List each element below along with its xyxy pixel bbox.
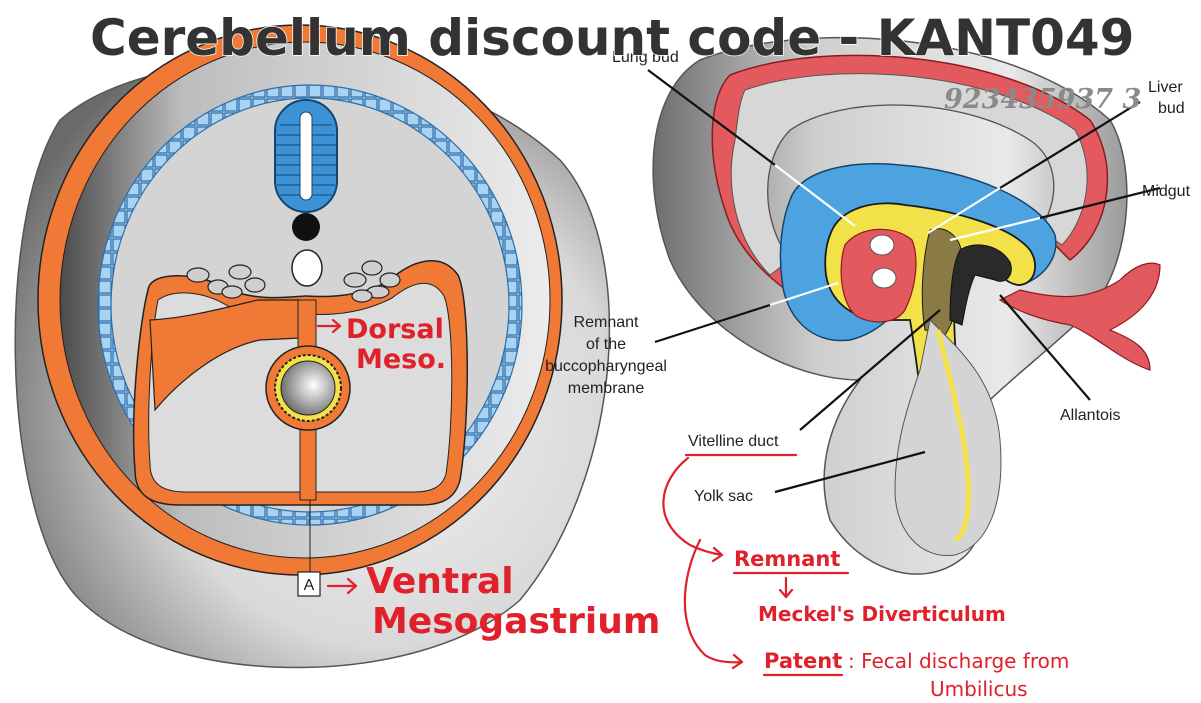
lung-bud-leader-white bbox=[774, 164, 856, 227]
dorsal-mesentery-note: Dorsal Meso. bbox=[316, 314, 446, 375]
curve-to-remnant bbox=[662, 456, 724, 563]
title-banner: Cerebellum discount code - KANT049 bbox=[90, 9, 1134, 67]
ventral-arrow bbox=[326, 577, 358, 595]
dorsal-arrow bbox=[316, 318, 342, 334]
note-patent: Patent bbox=[764, 649, 842, 673]
sagittal-embryo-diagram: Lung bud Liver bud Midgut Remnant of the… bbox=[545, 36, 1191, 575]
yolk-sac bbox=[894, 318, 1002, 557]
label-remnant-4: membrane bbox=[568, 380, 645, 397]
label-vitelline-duct: Vitelline duct bbox=[688, 433, 779, 450]
note-fecal-line2: Umbilicus bbox=[930, 677, 1028, 701]
remnant-leader-white bbox=[769, 281, 839, 307]
label-midgut: Midgut bbox=[1142, 183, 1191, 200]
note-fecal-line1: : Fecal discharge from bbox=[848, 649, 1069, 673]
allantois-leader bbox=[999, 294, 1091, 401]
amnion-inner-grey bbox=[730, 73, 1088, 276]
pharynx-white-2 bbox=[871, 267, 897, 289]
label-remnant-2: of the bbox=[586, 336, 626, 353]
note-meckel: Meckel's Diverticulum bbox=[758, 602, 1006, 626]
vitelline-channel bbox=[935, 329, 971, 543]
mesentery-left-flap bbox=[149, 299, 301, 412]
pharynx-white-1 bbox=[869, 234, 895, 256]
dorsal-aorta bbox=[291, 249, 323, 287]
label-liver-bud-1: Liver bbox=[1148, 79, 1183, 96]
phone-number: 923435937 3 bbox=[944, 84, 1141, 115]
label-yolk-sac: Yolk sac bbox=[694, 488, 753, 505]
allantois-red bbox=[998, 262, 1161, 371]
lung-bud-leader bbox=[647, 69, 776, 166]
note-dorsal-line2: Meso. bbox=[356, 344, 446, 375]
note-ventral-line2: Mesogastrium bbox=[372, 601, 660, 642]
remnant-down-arrow bbox=[778, 576, 794, 599]
liver-bud-leader-white bbox=[927, 187, 1001, 234]
label-liver-bud-2: bud bbox=[1158, 100, 1185, 117]
vitelline-leader bbox=[799, 309, 941, 431]
note-dorsal-line1: Dorsal bbox=[346, 314, 444, 345]
note-ventral-line1: Ventral bbox=[366, 561, 514, 602]
cross-section-diagram: A bbox=[14, 24, 611, 669]
yolk-sac-leader bbox=[774, 450, 926, 494]
mesonephros-right bbox=[343, 260, 401, 303]
midgut-leader-white bbox=[949, 216, 1041, 242]
liver-bud-leader bbox=[999, 101, 1141, 189]
hindgut-dark bbox=[949, 244, 1012, 326]
label-remnant-3: buccopharyngeal bbox=[545, 358, 667, 375]
mesonephros-left bbox=[186, 264, 266, 299]
ventral-mesogastrium-note: Ventral Mesogastrium bbox=[326, 561, 660, 642]
label-a-box bbox=[297, 571, 321, 597]
remnant-leader bbox=[654, 303, 771, 344]
midgut-leader bbox=[1039, 186, 1161, 220]
gut-lumen bbox=[280, 360, 336, 416]
label-a-text: A bbox=[304, 577, 315, 594]
label-allantois: Allantois bbox=[1060, 407, 1120, 424]
ventral-mesentery bbox=[299, 419, 317, 501]
note-remnant: Remnant bbox=[734, 547, 840, 571]
label-lung-bud: Lung bud bbox=[612, 49, 679, 66]
curve-to-patent bbox=[683, 538, 744, 670]
notochord bbox=[292, 213, 320, 241]
label-remnant-1: Remnant bbox=[574, 314, 639, 331]
neural-canal bbox=[299, 111, 313, 201]
vitelline-notes: Remnant Meckel's Diverticulum Patent : F… bbox=[662, 453, 1069, 701]
